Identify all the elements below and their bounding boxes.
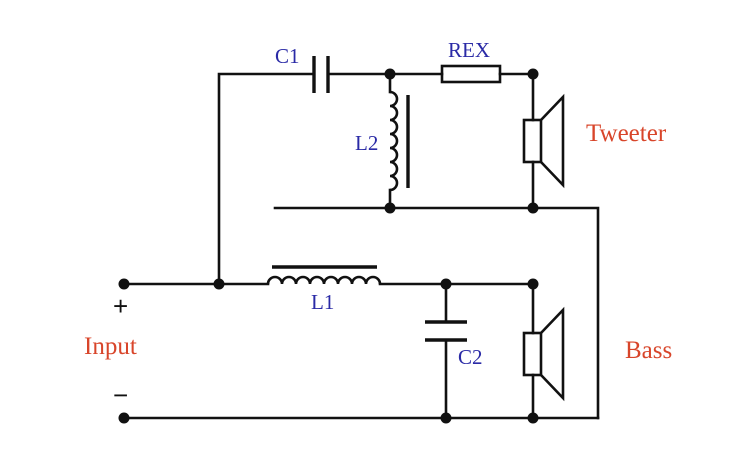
input-positive-terminal (118, 278, 130, 290)
input-negative-terminal (118, 412, 130, 424)
label-l1: L1 (311, 290, 334, 314)
junction-dots (118, 68, 539, 424)
tweeter-terminal (527, 68, 539, 80)
junction (440, 412, 452, 424)
junction (440, 278, 452, 290)
tweeter-return-wire (273, 206, 600, 420)
bass-terminal (527, 278, 539, 290)
label-tweeter: Tweeter (586, 120, 667, 147)
label-minus: − (113, 380, 128, 410)
junction (213, 278, 225, 290)
label-c2: C2 (458, 345, 483, 369)
bass-terminal (527, 412, 539, 424)
tweeter-terminal (527, 202, 539, 214)
tweeter-feed-wire (217, 72, 316, 286)
capacitor-c1 (312, 56, 330, 93)
tweeter-speaker-icon (522, 93, 565, 189)
inductor-l2 (389, 90, 410, 192)
capacitor-c2 (425, 320, 467, 342)
resistor-rex (440, 64, 502, 84)
junction (384, 68, 396, 80)
label-c1: C1 (275, 44, 300, 68)
label-input: Input (84, 333, 137, 360)
bass-speaker-icon (522, 306, 565, 402)
wires (122, 72, 600, 420)
label-plus: + (113, 291, 128, 321)
inductor-l1 (266, 265, 382, 285)
label-bass: Bass (625, 337, 672, 364)
label-rex: REX (448, 38, 490, 62)
junction (384, 202, 396, 214)
label-l2: L2 (355, 131, 378, 155)
